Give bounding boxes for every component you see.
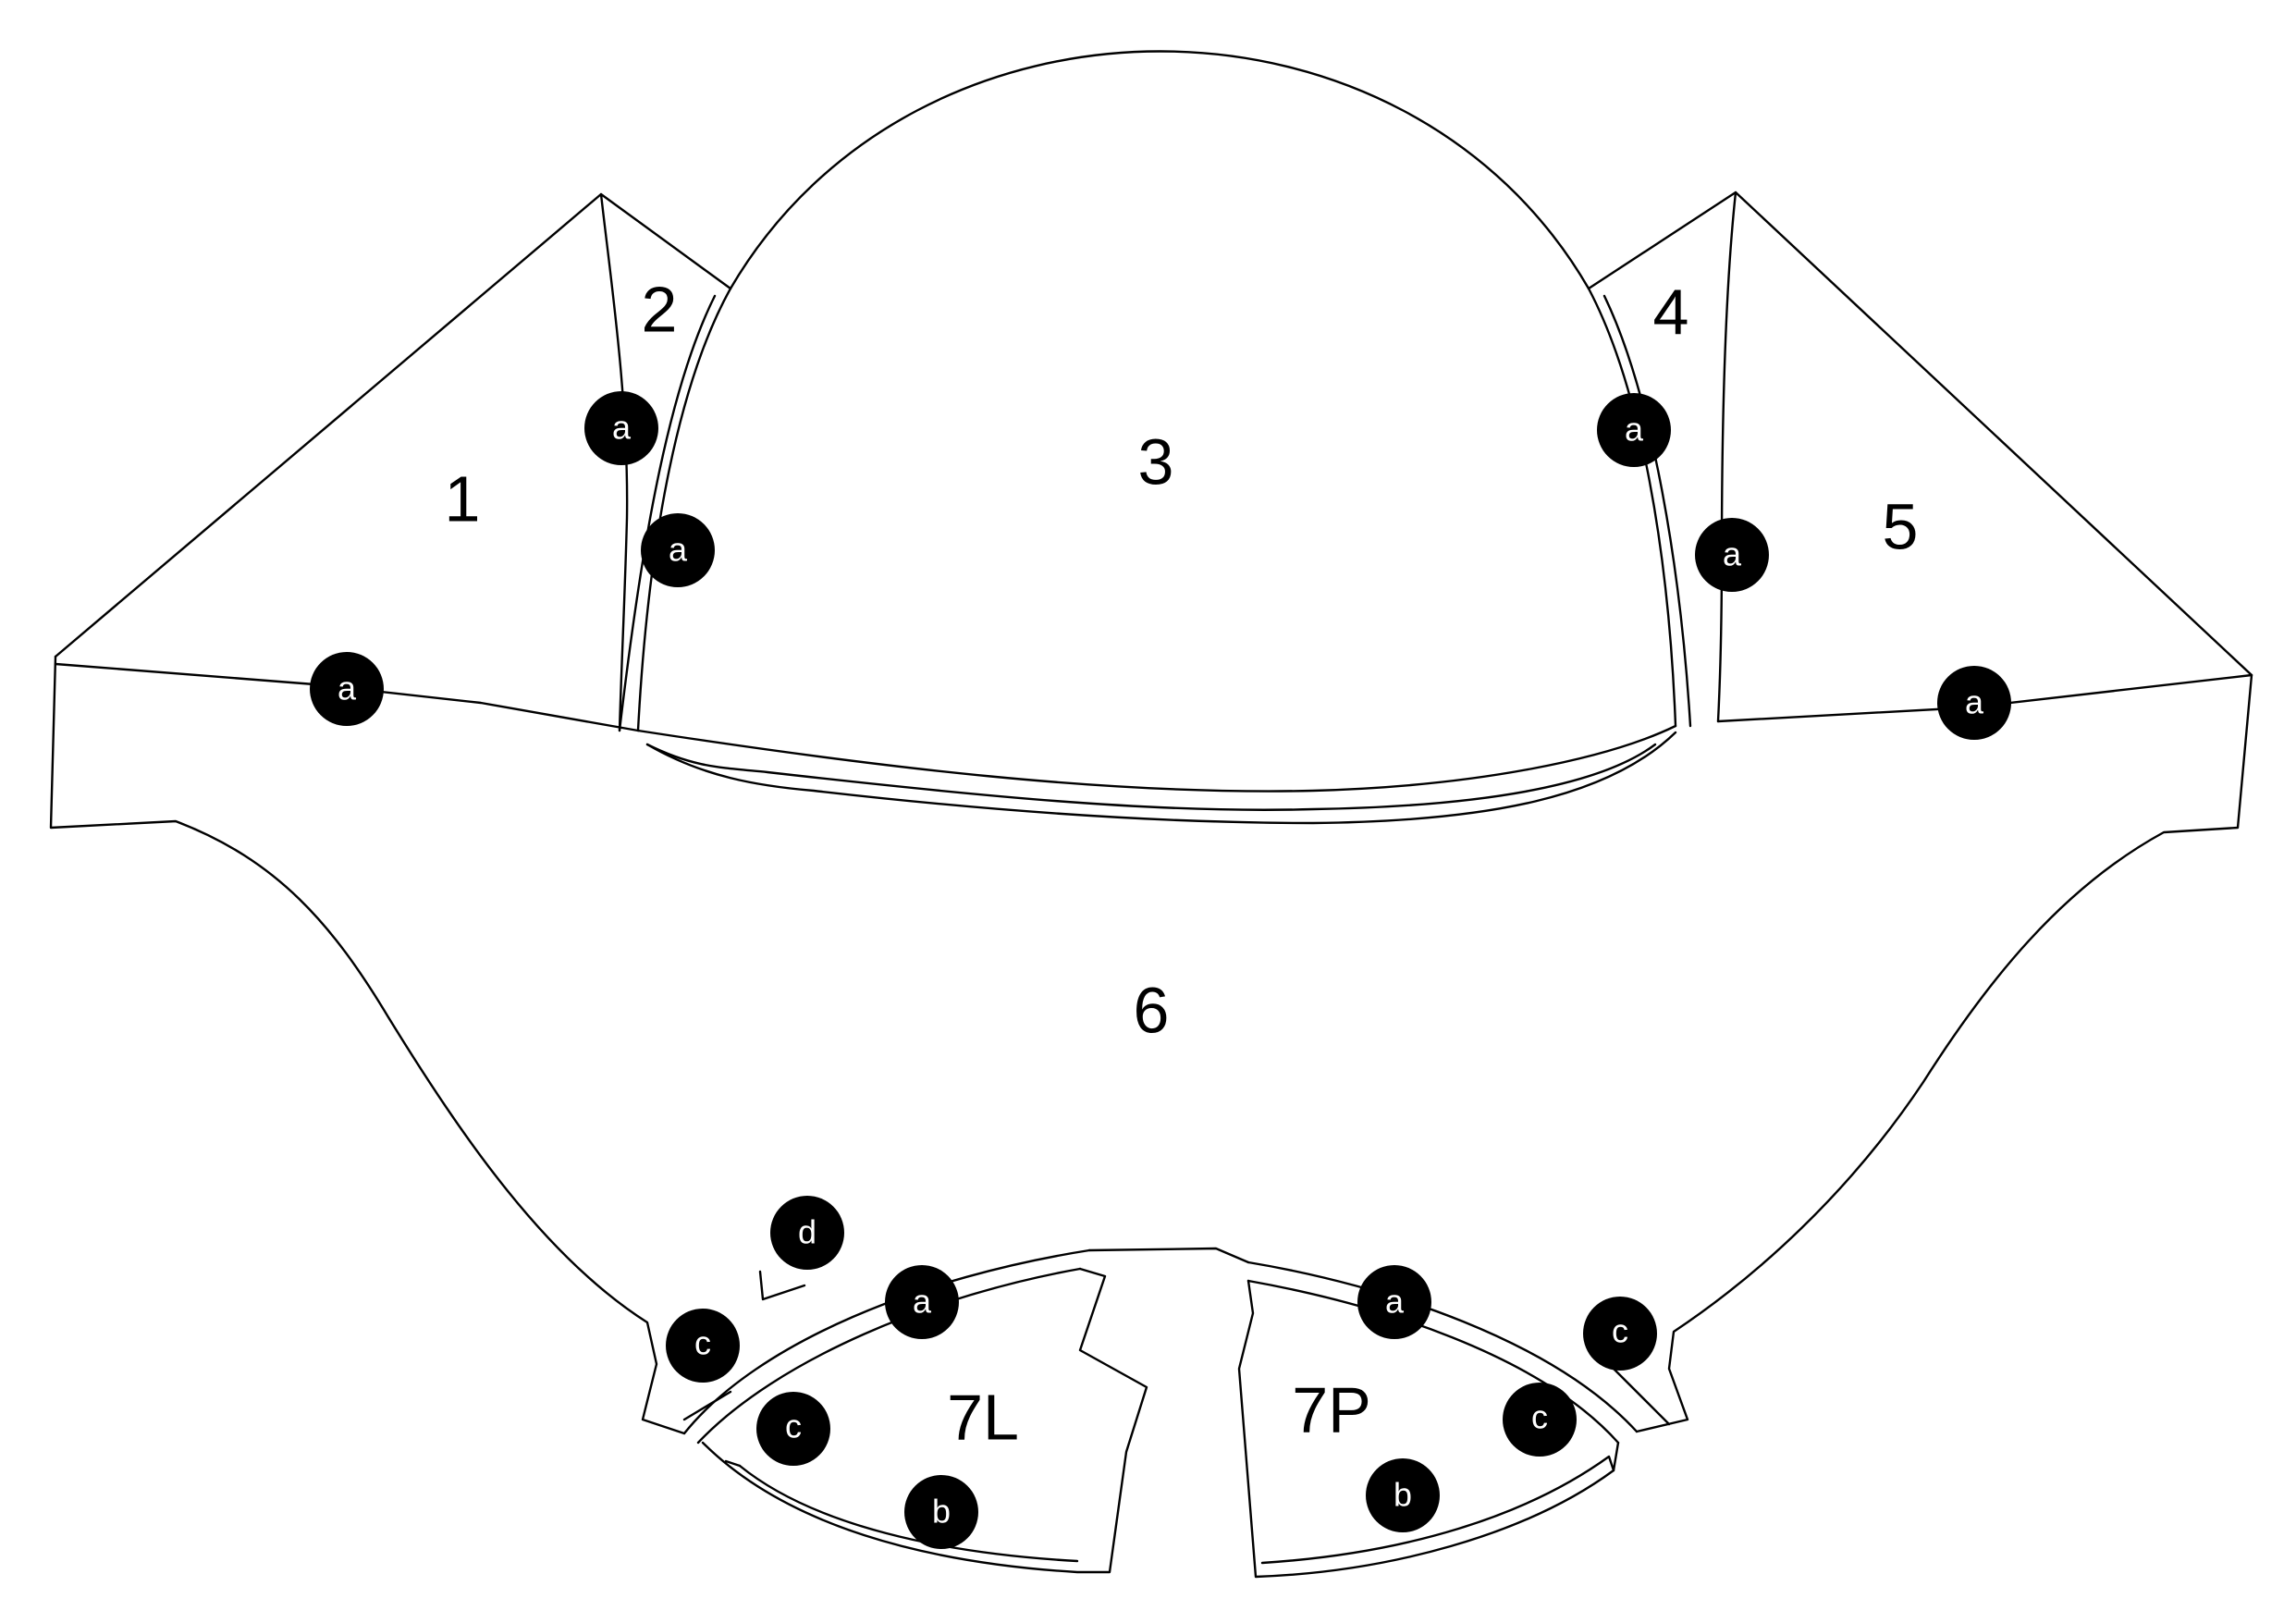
left-wing-base: [54, 662, 640, 732]
region-labels: 1 2 3 4 5 6 7L 7P: [445, 273, 1919, 1453]
marker-a-right-inner: a: [1695, 518, 1769, 592]
notch-left-inner: [696, 1267, 1082, 1445]
notch-right-inner: [1246, 1279, 1620, 1445]
dome-base-top: [636, 724, 1677, 793]
svg-text:c: c: [1612, 1312, 1628, 1350]
marker-d-top: d: [770, 1196, 844, 1270]
marker-a-right-low: a: [1937, 666, 2011, 740]
right-wing-outline: [1587, 191, 2253, 677]
right-c-tick: [1612, 1367, 1671, 1426]
region-7p-label: 7P: [1292, 1373, 1371, 1445]
svg-text:c: c: [1531, 1398, 1548, 1436]
marker-a-7l: a: [885, 1265, 959, 1339]
left-wing-divider: [599, 192, 629, 732]
svg-text:a: a: [338, 670, 357, 707]
region-5-label: 5: [1883, 490, 1919, 562]
dome-left-edge: [636, 287, 732, 732]
marker-c-left-outer: c: [666, 1309, 740, 1383]
svg-text:a: a: [913, 1283, 932, 1321]
region-7l-inner-b: [724, 1459, 742, 1468]
d-bracket: [758, 1270, 806, 1301]
marker-a-left-low: a: [310, 652, 384, 726]
notch-right-arc: [1246, 1260, 1639, 1433]
left-outer-side: [49, 655, 686, 1435]
dome-base-lowest: [645, 731, 1677, 825]
notch-top: [1087, 1247, 1250, 1264]
svg-text:d: d: [798, 1213, 816, 1251]
svg-text:c: c: [785, 1408, 802, 1445]
right-strip-line: [1602, 294, 1692, 728]
region-3-label: 3: [1138, 425, 1174, 498]
outline-lines: [49, 50, 2253, 1579]
left-strip-line: [618, 294, 717, 732]
right-outer-side: [1635, 673, 2253, 1433]
dome-base-bottom: [645, 743, 1657, 811]
marker-a-right-upper: a: [1597, 393, 1671, 467]
left-c-tick: [682, 1390, 732, 1421]
marker-c-right-outer: c: [1583, 1297, 1657, 1371]
marker-b-7l: b: [904, 1475, 978, 1549]
svg-text:a: a: [1625, 411, 1644, 449]
region-4-label: 4: [1653, 276, 1689, 348]
region-7l-outline: [701, 1267, 1148, 1574]
svg-text:b: b: [932, 1493, 951, 1531]
svg-text:a: a: [1385, 1283, 1405, 1321]
region-7p-inner: [1612, 1441, 1620, 1472]
svg-text:a: a: [612, 409, 632, 447]
marker-c-7p: c: [1503, 1383, 1577, 1457]
markers: a a a a a a a a: [310, 391, 2011, 1549]
marker-a-left-inner: a: [641, 513, 715, 587]
svg-text:b: b: [1394, 1476, 1412, 1514]
dome-right-edge: [1587, 287, 1677, 728]
right-wing-divider: [1716, 191, 1737, 723]
notch-left-arc: [682, 1248, 1091, 1435]
region-7l-label: 7L: [947, 1381, 1019, 1453]
region-2-label: 2: [642, 273, 678, 345]
region-7l-inner: [738, 1464, 1079, 1563]
marker-b-7p: b: [1366, 1458, 1440, 1532]
region-6-label: 6: [1134, 974, 1170, 1046]
marker-c-7l: c: [756, 1392, 830, 1466]
region-1-label: 1: [445, 462, 481, 535]
svg-text:a: a: [669, 531, 688, 569]
marker-a-7p: a: [1357, 1265, 1431, 1339]
dome-outline: [729, 50, 1590, 290]
svg-text:c: c: [694, 1324, 711, 1362]
svg-text:a: a: [1723, 535, 1742, 573]
marker-a-left-upper: a: [584, 391, 658, 465]
svg-text:a: a: [1965, 683, 1984, 721]
